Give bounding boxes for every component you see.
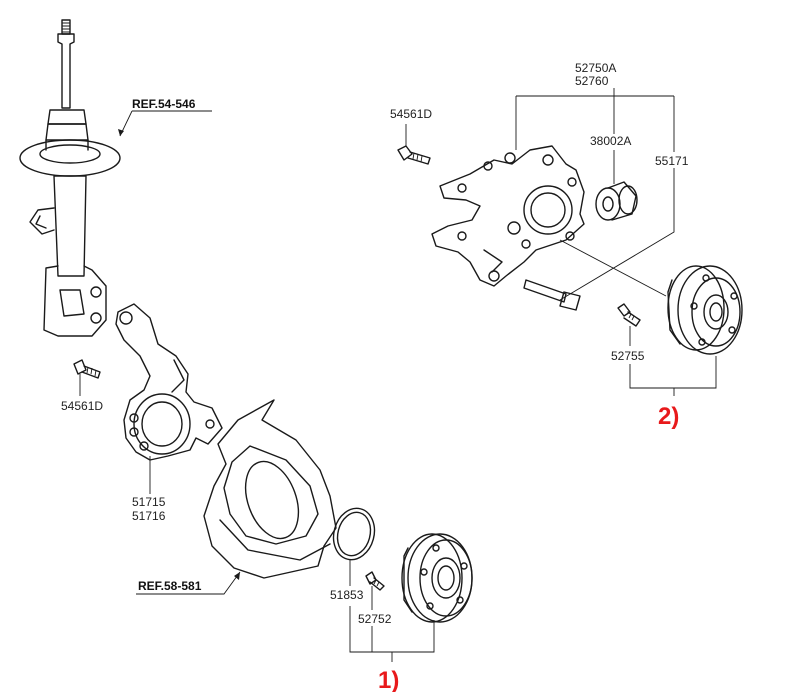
rear-hub-bearing bbox=[667, 265, 743, 355]
rear-carrier-label-b: 52760 bbox=[575, 74, 609, 88]
ref-shield-label-group: REF.58-581 bbox=[136, 571, 241, 595]
hub-bolt-front-label: 52752 bbox=[358, 612, 392, 626]
front-hub-callout: 1) bbox=[378, 667, 399, 692]
rear-pin: 55171 bbox=[523, 154, 689, 311]
bushing: 38002A bbox=[590, 134, 638, 221]
knuckle-label-group: 51715 51716 bbox=[132, 456, 166, 523]
knuckle-label-b: 51716 bbox=[132, 509, 166, 523]
bolt-rear-label: 54561D bbox=[390, 107, 432, 121]
bolt-front-label: 54561D bbox=[61, 399, 103, 413]
rear-hub-callout: 2) bbox=[658, 403, 679, 430]
rear-carrier bbox=[431, 145, 585, 287]
front-hub-bearing bbox=[401, 533, 473, 623]
front-knuckle bbox=[115, 303, 223, 461]
snap-ring-label: 51853 bbox=[330, 588, 364, 602]
ref-strut-label-group: REF.54-546 bbox=[118, 97, 212, 137]
front-hub-bracket: 1) bbox=[349, 606, 435, 692]
hub-bolt-rear-label: 52755 bbox=[611, 349, 645, 363]
front-hub-bolt: 52752 bbox=[358, 571, 392, 626]
strut-assembly bbox=[19, 19, 121, 337]
rear-carrier-label-group: 52750A 52760 bbox=[515, 61, 675, 152]
ref-shield-label: REF.58-581 bbox=[138, 579, 202, 593]
rear-hub-leader bbox=[559, 239, 667, 297]
rear-hub-bolt: 52755 bbox=[611, 303, 645, 363]
knuckle-label-a: 51715 bbox=[132, 495, 166, 509]
snap-ring: 51853 bbox=[330, 507, 376, 602]
dust-shield bbox=[203, 399, 337, 579]
rear-bolt: 54561D bbox=[390, 107, 432, 165]
rear-carrier-label-a: 52750A bbox=[575, 61, 616, 75]
ref-strut-label: REF.54-546 bbox=[132, 97, 196, 111]
rear-hub-bracket: 2) bbox=[629, 356, 717, 430]
front-bolt: 54561D bbox=[61, 359, 103, 413]
rear-pin-label: 55171 bbox=[655, 154, 689, 168]
bushing-label: 38002A bbox=[590, 134, 631, 148]
